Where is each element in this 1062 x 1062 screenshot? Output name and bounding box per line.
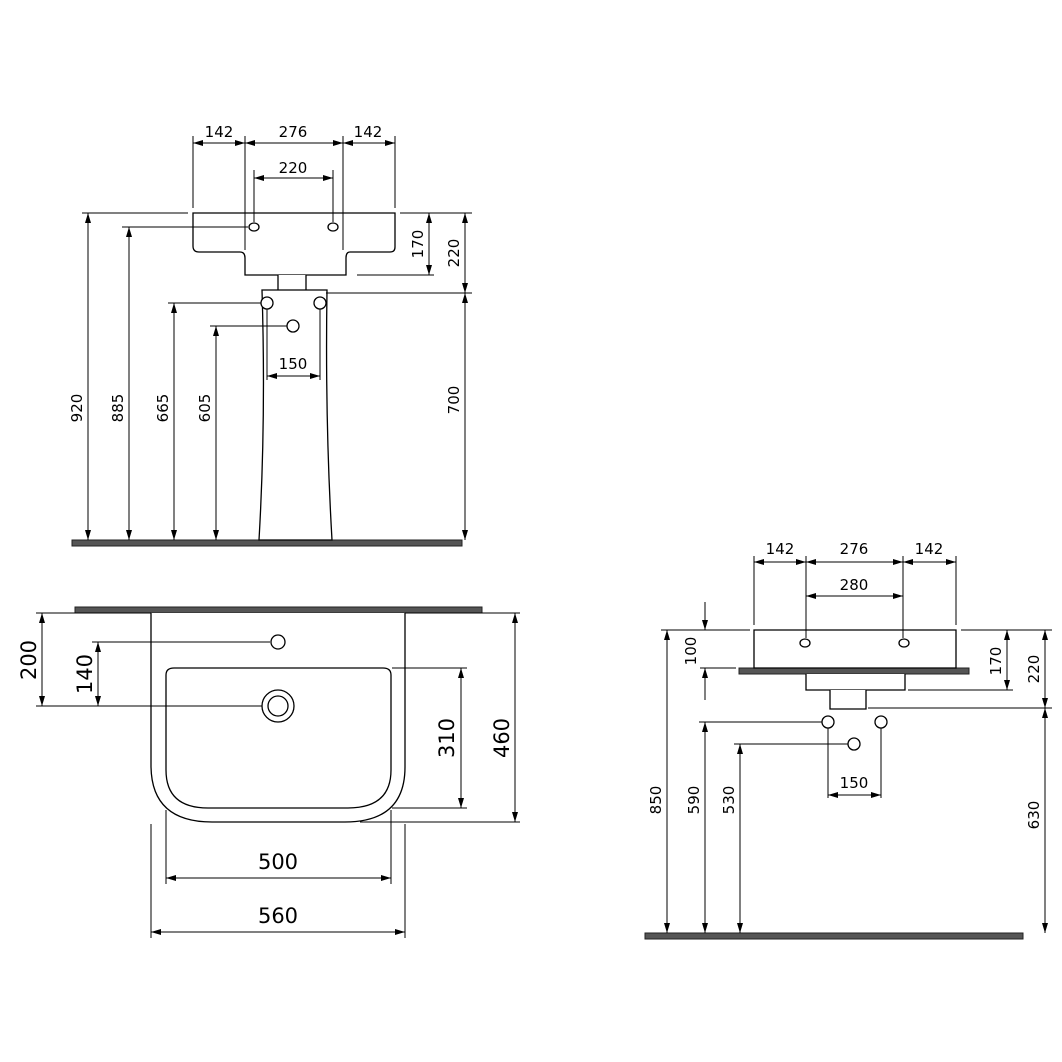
tap-hole bbox=[327, 222, 339, 232]
drain-inner bbox=[267, 695, 289, 717]
supply-pipe bbox=[874, 715, 888, 729]
basin-outline bbox=[753, 629, 957, 669]
floor-line bbox=[71, 539, 463, 547]
dim-590: 590 bbox=[685, 786, 703, 815]
dim-142-left: 142 bbox=[205, 123, 234, 141]
dim-700: 700 bbox=[445, 386, 463, 415]
tap-hole bbox=[898, 638, 910, 648]
dim-276: 276 bbox=[840, 540, 869, 558]
dim-630: 630 bbox=[1025, 801, 1043, 830]
pedestal-outline bbox=[258, 289, 333, 541]
dim-142-right: 142 bbox=[354, 123, 383, 141]
dim-885: 885 bbox=[109, 394, 127, 423]
dim-200: 200 bbox=[17, 640, 41, 680]
dim-850: 850 bbox=[647, 786, 665, 815]
tap-hole bbox=[799, 638, 811, 648]
dim-665: 665 bbox=[154, 394, 172, 423]
tap-hole bbox=[270, 634, 286, 650]
dim-220: 220 bbox=[1025, 655, 1043, 684]
dim-605: 605 bbox=[196, 394, 214, 423]
wall-line bbox=[74, 606, 483, 614]
dim-460: 460 bbox=[490, 718, 514, 758]
basin-bowl bbox=[165, 667, 392, 809]
dim-140: 140 bbox=[73, 654, 97, 694]
waste-pipe bbox=[847, 737, 861, 751]
dim-276: 276 bbox=[279, 123, 308, 141]
basin-outline bbox=[192, 212, 396, 276]
dim-280: 280 bbox=[840, 576, 869, 594]
dim-220-taps: 220 bbox=[279, 159, 308, 177]
dim-170: 170 bbox=[409, 230, 427, 259]
wall-hung-view: 142 276 142 280 150 850 590 530 100 170 … bbox=[644, 540, 1052, 940]
supply-pipe bbox=[260, 296, 274, 310]
dim-920: 920 bbox=[68, 394, 86, 423]
dim-100: 100 bbox=[682, 637, 700, 666]
tap-hole bbox=[248, 222, 260, 232]
dim-220: 220 bbox=[445, 239, 463, 268]
floor-line bbox=[644, 932, 1024, 940]
trap-outline bbox=[829, 690, 867, 710]
dim-150-pipes: 150 bbox=[840, 774, 869, 792]
plan-view: 200 140 310 460 500 560 bbox=[17, 606, 520, 938]
dim-142-right: 142 bbox=[915, 540, 944, 558]
waste-pipe bbox=[286, 319, 300, 333]
counter-line bbox=[738, 667, 970, 675]
pedestal-view: 142 276 142 220 150 920 885 665 605 170 … bbox=[68, 123, 472, 547]
dim-170: 170 bbox=[987, 647, 1005, 676]
dim-310: 310 bbox=[435, 718, 459, 758]
dim-560: 560 bbox=[258, 904, 298, 928]
supply-pipe bbox=[821, 715, 835, 729]
supply-pipe bbox=[313, 296, 327, 310]
dim-500: 500 bbox=[258, 850, 298, 874]
basin-lower bbox=[805, 674, 906, 691]
dim-142-left: 142 bbox=[766, 540, 795, 558]
dim-530: 530 bbox=[720, 786, 738, 815]
dim-150-pipes: 150 bbox=[279, 355, 308, 373]
